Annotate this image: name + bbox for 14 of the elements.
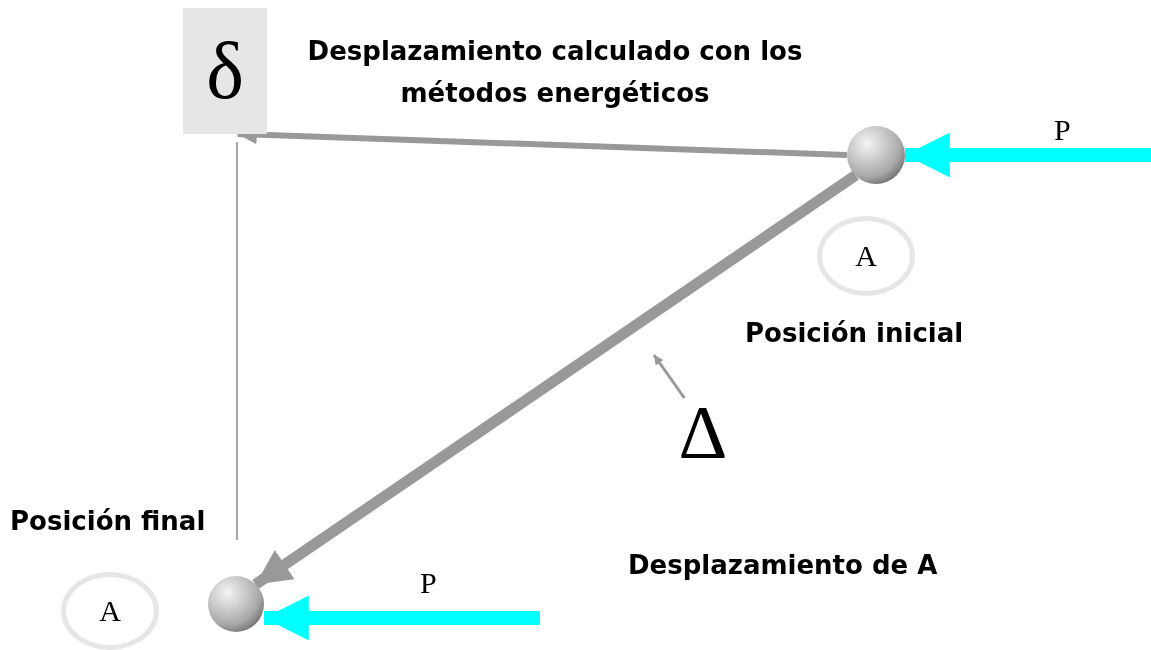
label-ring: A — [61, 572, 159, 650]
symbol-box: δ — [183, 8, 267, 134]
caption-text: Desplazamiento calculado con los métodos energéticos — [306, 35, 804, 110]
position-label: Desplazamiento de A — [628, 550, 938, 580]
arrow — [252, 170, 859, 589]
arrow — [264, 595, 540, 641]
leader-line — [652, 354, 686, 399]
position-label: Posición inicial — [745, 318, 964, 348]
label-ring: A — [817, 216, 915, 296]
sphere-icon — [847, 126, 905, 184]
sphere-icon — [208, 576, 264, 632]
symbol-label: Δ — [672, 398, 734, 466]
arrow — [905, 132, 1151, 178]
position-label: Posición final — [10, 506, 206, 536]
